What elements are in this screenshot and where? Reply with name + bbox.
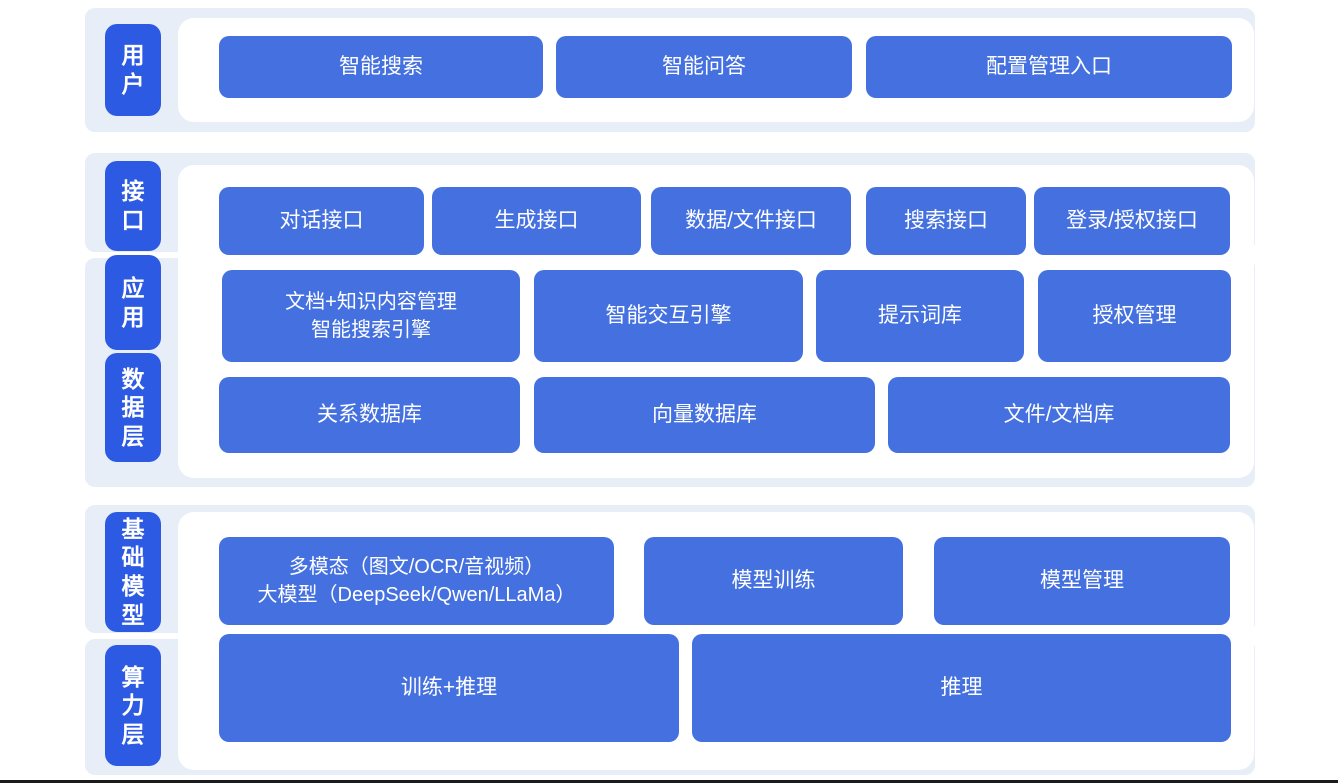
block-dialog-api: 对话接口 [219, 187, 424, 255]
block-interaction-engine: 智能交互引擎 [534, 270, 803, 362]
block-doc-knowledge-search-engine: 文档+知识内容管理 智能搜索引擎 [222, 270, 520, 362]
layer-tag-application: 应用 [105, 255, 161, 350]
layer-tag-data-layer: 数据层 [105, 353, 161, 462]
block-multimodal-large-model: 多模态（图文/OCR/音视频） 大模型（DeepSeek/Qwen/LLaMa） [219, 537, 614, 625]
block-model-management: 模型管理 [934, 537, 1230, 625]
block-generation-api: 生成接口 [432, 187, 641, 255]
block-vector-db: 向量数据库 [534, 377, 875, 453]
layer-tag-user: 用户 [105, 24, 161, 116]
block-training-inference: 训练+推理 [219, 634, 679, 742]
layer-tag-interface: 接口 [105, 161, 161, 251]
block-smart-qa: 智能问答 [556, 36, 852, 98]
block-smart-search: 智能搜索 [219, 36, 543, 98]
block-model-training: 模型训练 [644, 537, 903, 625]
block-prompt-library: 提示词库 [816, 270, 1024, 362]
layer-tag-foundation-model: 基础模型 [105, 512, 161, 632]
block-config-entry: 配置管理入口 [866, 36, 1232, 98]
layer-tag-compute-layer: 算力层 [105, 645, 161, 766]
bottom-divider [0, 780, 1338, 783]
block-login-auth-api: 登录/授权接口 [1034, 187, 1230, 255]
block-search-api: 搜索接口 [866, 187, 1026, 255]
block-data-file-api: 数据/文件接口 [651, 187, 851, 255]
block-relational-db: 关系数据库 [219, 377, 520, 453]
block-file-doc-store: 文件/文档库 [888, 377, 1230, 453]
block-inference: 推理 [692, 634, 1231, 742]
block-auth-management: 授权管理 [1038, 270, 1231, 362]
